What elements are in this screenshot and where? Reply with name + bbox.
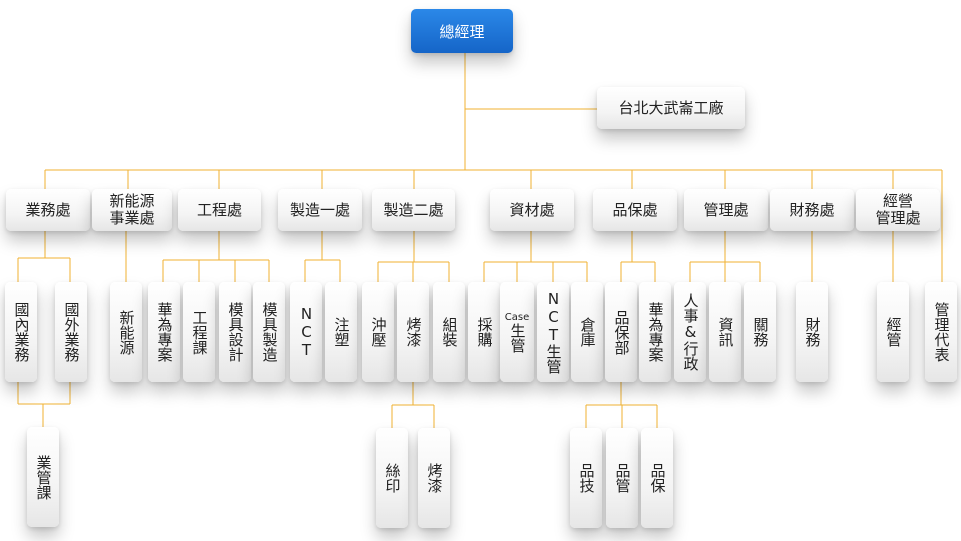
node-label: 管理處 (703, 200, 749, 219)
node-label: 財務 (803, 317, 822, 347)
node-mold-design: 模具設計 (219, 282, 251, 382)
node-branch-factory: 台北大武崙工廠 (597, 87, 745, 129)
node-label: 品管 (613, 463, 632, 493)
node-label: 注塑 (332, 317, 351, 347)
node-label: 經管 (884, 317, 903, 347)
node-management-rep: 管理代表 (925, 282, 957, 382)
node-huawei-project-1: 華為專案 (148, 282, 180, 382)
node-label: 關務 (751, 317, 770, 347)
node-assembly: 組裝 (433, 282, 465, 382)
node-label: 工程課 (190, 309, 209, 355)
node-warehouse: 倉庫 (571, 282, 603, 382)
node-label: 組裝 (440, 317, 459, 347)
node-label: 總經理 (439, 22, 485, 41)
node-overseas-sales: 國外業務 (55, 282, 87, 382)
node-general-manager: 總經理 (411, 9, 513, 53)
node-quality-engineering: 品技 (570, 428, 602, 528)
node-newenergy-dept: 新能源 事業處 (92, 189, 172, 231)
node-purchasing: 採購 (468, 282, 500, 382)
node-label: 新能源 (117, 309, 136, 355)
node-newenergy-unit: 新能源 (110, 282, 142, 382)
node-label: 經營 管理處 (875, 192, 921, 227)
node-label: 模具製造 (260, 302, 279, 362)
node-mold-manufacturing: 模具製造 (253, 282, 285, 382)
node-huawei-project-2: 華為專案 (639, 282, 671, 382)
node-label-prefix: Case (504, 311, 530, 323)
node-qa-dept: 品保處 (593, 189, 677, 231)
node-label: 華為專案 (155, 302, 174, 362)
node-case-production: Case 生管 (500, 282, 534, 382)
node-label: 採購 (475, 317, 494, 347)
node-admin-dept: 管理處 (684, 189, 768, 231)
node-mfg2-dept: 製造二處 (372, 189, 455, 231)
node-hr-admin: 人事&行政 (674, 282, 706, 382)
node-label: 品保處 (612, 200, 658, 219)
node-label: 絲印 (383, 463, 402, 493)
node-label: 財務處 (789, 200, 835, 219)
node-engineering-section: 工程課 (183, 282, 215, 382)
node-mgmt-dept: 經營 管理處 (856, 189, 940, 231)
node-painting-2: 烤漆 (418, 428, 450, 528)
node-finance-dept: 財務處 (770, 189, 854, 231)
node-silkscreen: 絲印 (376, 428, 408, 528)
node-label: 國外業務 (62, 302, 81, 362)
node-mfg1-dept: 製造一處 (278, 189, 362, 231)
node-nct-production: NCT生管 (537, 282, 569, 382)
node-label: 業管課 (34, 454, 53, 500)
node-label: 製造一處 (289, 200, 350, 219)
node-label: 資訊 (716, 317, 735, 347)
node-label: 品保部 (612, 309, 631, 355)
node-operations: 經管 (877, 282, 909, 382)
node-label: 工程處 (196, 200, 242, 219)
node-label: 烤漆 (425, 463, 444, 493)
node-label: 生管 (508, 322, 527, 353)
node-label: 華為專案 (646, 302, 665, 362)
node-it: 資訊 (709, 282, 741, 382)
node-label: 製造二處 (383, 200, 444, 219)
node-label: 業務處 (25, 200, 71, 219)
node-label: 沖壓 (369, 317, 388, 347)
node-materials-dept: 資材處 (490, 189, 574, 231)
node-domestic-sales: 國內業務 (5, 282, 37, 382)
node-label: NCT (297, 305, 316, 359)
node-label: 台北大武崙工廠 (618, 98, 724, 117)
node-injection: 注塑 (325, 282, 357, 382)
node-label: 資材處 (509, 200, 555, 219)
node-label: 倉庫 (578, 317, 597, 347)
node-label: 烤漆 (404, 317, 423, 347)
node-customs: 關務 (744, 282, 776, 382)
node-sales-admin: 業管課 (27, 427, 59, 527)
node-qa-department: 品保部 (605, 282, 637, 382)
node-quality-control: 品管 (606, 428, 638, 528)
node-sales-dept: 業務處 (6, 189, 90, 231)
node-label: 品技 (577, 463, 596, 493)
node-quality-assurance: 品保 (641, 428, 673, 528)
node-stamping: 沖壓 (362, 282, 394, 382)
node-label: 國內業務 (12, 302, 31, 362)
node-engineering-dept: 工程處 (178, 189, 261, 231)
node-label: 模具設計 (226, 302, 245, 362)
node-label: 新能源 事業處 (109, 192, 155, 227)
node-label: 管理代表 (932, 302, 951, 362)
node-painting: 烤漆 (397, 282, 429, 382)
node-label: NCT生管 (544, 290, 563, 374)
node-label: 品保 (648, 463, 667, 493)
node-nct: NCT (290, 282, 322, 382)
node-finance-unit: 財務 (796, 282, 828, 382)
node-label: 人事&行政 (681, 293, 700, 371)
